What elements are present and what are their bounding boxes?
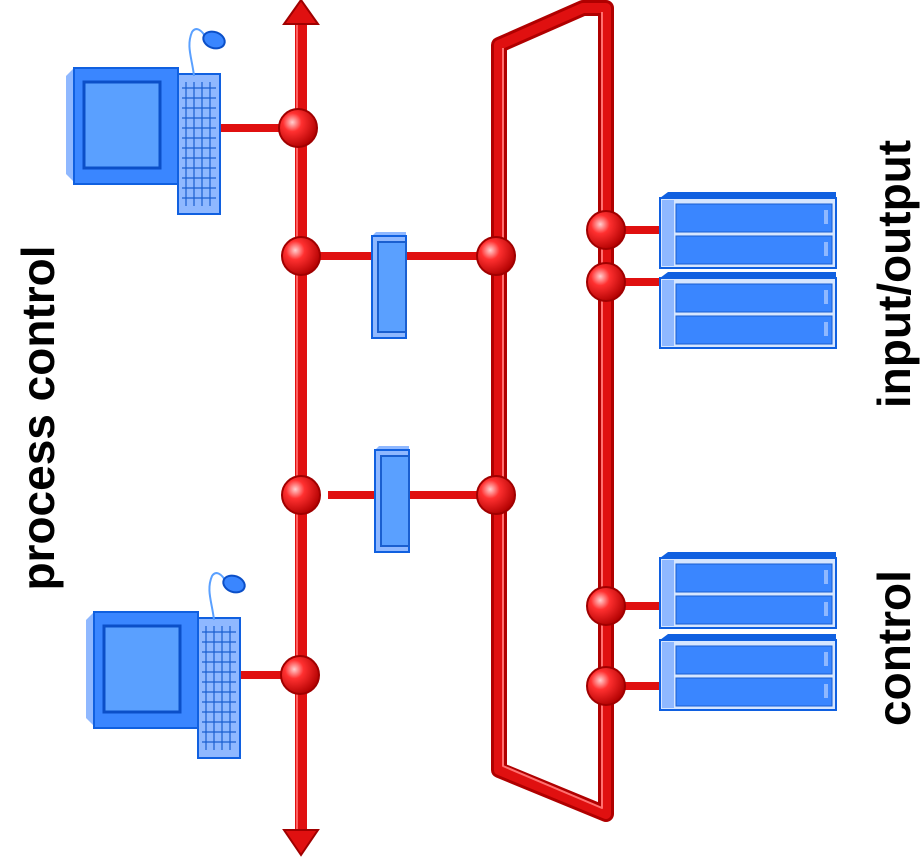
bridge-bottom <box>374 445 410 553</box>
bridge-top <box>371 231 407 339</box>
rack-io-2 <box>659 271 837 349</box>
rack-control-2 <box>659 633 837 711</box>
rack-control-1 <box>659 551 837 629</box>
label-process-control: process control <box>12 245 64 590</box>
label-input-output: input/output <box>868 140 920 408</box>
workstation-bottom <box>84 571 249 760</box>
arrow-up-icon <box>282 0 320 25</box>
ring-bus <box>491 0 614 822</box>
arrow-down-icon <box>282 829 320 857</box>
rack-io-1 <box>659 191 837 269</box>
bus-node-icon <box>278 108 626 706</box>
workstation-top <box>64 27 229 216</box>
label-control: control <box>868 570 920 726</box>
main-bus-line <box>295 22 307 830</box>
